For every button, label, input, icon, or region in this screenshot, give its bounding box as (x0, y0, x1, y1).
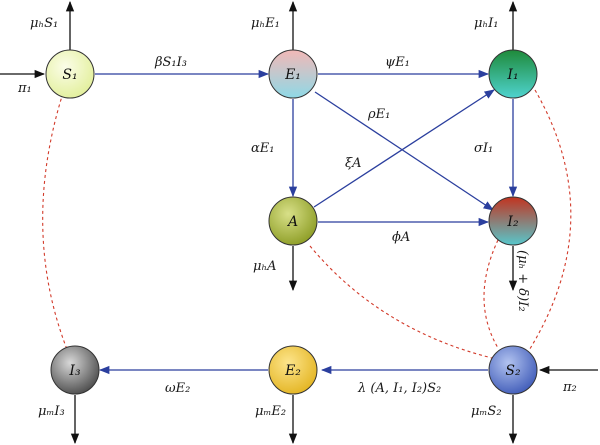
label-mu-e2: μₘE₂ (255, 404, 286, 419)
node-s1: S₁ (45, 49, 95, 99)
label-xi: ξA (345, 156, 362, 171)
label-mu-i1: μₕI₁ (474, 16, 498, 31)
node-i1: I₁ (488, 49, 538, 99)
label-i2-outflow: (μₕ + δ)I₂ (515, 250, 530, 312)
label-omega: ωE₂ (165, 381, 190, 396)
node-i3: I₃ (50, 345, 100, 395)
label-alpha: αE₁ (251, 141, 274, 156)
node-i2-label: I₂ (506, 214, 519, 230)
label-phi: ϕA (392, 230, 410, 245)
label-mu-s2: μₘS₂ (471, 404, 502, 419)
label-rho: ρE₁ (367, 107, 390, 122)
node-e2-label: E₂ (284, 363, 301, 379)
label-mu-i3: μₘI₃ (38, 404, 65, 419)
node-s1-label: S₁ (62, 67, 77, 83)
dashed-link-i2-s2 (483, 239, 499, 349)
node-e1-label: E₁ (284, 67, 301, 83)
label-pi1: π₁ (17, 81, 32, 96)
label-psi: ψE₁ (385, 55, 410, 70)
node-i2: I₂ (488, 196, 538, 246)
dashed-link-s1-i3 (42, 92, 69, 353)
label-pi2: π₂ (562, 380, 577, 395)
node-i1-label: I₁ (506, 67, 518, 83)
node-e1: E₁ (268, 49, 318, 99)
label-sigma: σI₁ (474, 141, 493, 156)
label-mu-s1: μₕS₁ (30, 16, 58, 31)
node-a-label: A (286, 214, 298, 230)
node-i3-label: I₃ (68, 363, 81, 379)
dashed-link-a-s2 (309, 245, 493, 359)
dashed-link-i1-s2 (527, 89, 572, 353)
label-beta: βS₁I₃ (154, 55, 187, 70)
node-s2: S₂ (488, 345, 538, 395)
arrow-a-i1 (313, 89, 495, 208)
node-e2: E₂ (268, 345, 318, 395)
arrow-e1-i2 (314, 91, 494, 211)
label-mu-a: μₕA (253, 259, 276, 274)
node-s2-label: S₂ (505, 363, 521, 379)
node-a: A (268, 196, 318, 246)
label-mu-e1: μₕE₁ (251, 16, 280, 31)
label-lambda: λ (A, I₁, I₂)S₂ (357, 381, 441, 396)
